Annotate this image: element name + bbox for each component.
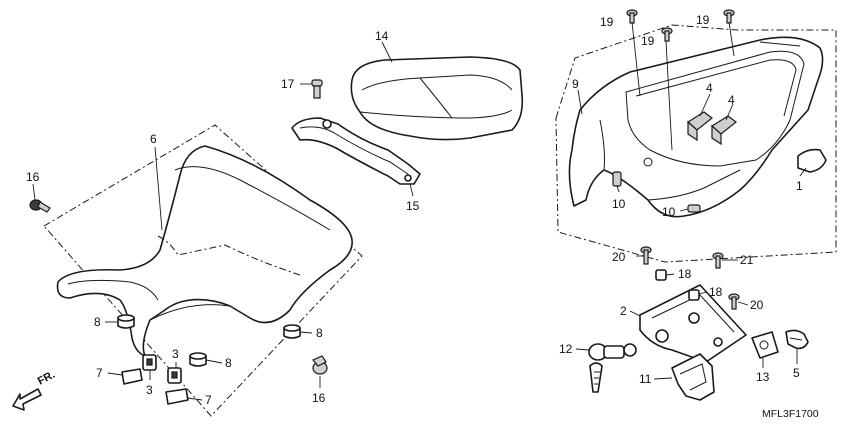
front-direction-arrow: FR. [12, 369, 57, 411]
callout-19-center: 19 [641, 34, 655, 48]
callout-10-left: 10 [612, 197, 626, 211]
callout-8-center: 8 [225, 356, 232, 370]
bolt-17 [311, 79, 323, 99]
pillion-seat [350, 56, 524, 141]
callout-16-upper: 16 [26, 170, 40, 184]
cushion-10a [612, 171, 622, 187]
key-cylinder-12 [588, 343, 637, 393]
screw-19a [626, 9, 638, 24]
callout-10-right: 10 [662, 205, 676, 219]
bolt-16-lower [312, 355, 328, 375]
callout-19-left: 19 [600, 15, 614, 29]
callout-18-lower: 18 [709, 285, 723, 299]
callout-19-right: 19 [696, 13, 710, 27]
leader-lines [32, 21, 807, 401]
rider-seat-outline [43, 124, 363, 417]
bolt-20a [640, 246, 652, 265]
clip-5 [785, 329, 809, 350]
screw-19b [723, 9, 735, 24]
callout-20-upper: 20 [612, 250, 626, 264]
callout-5: 5 [793, 366, 800, 380]
cushion-7a [121, 368, 143, 385]
callout-17: 17 [281, 77, 295, 91]
callout-1: 1 [796, 179, 803, 193]
callout-4-left: 4 [706, 81, 713, 95]
grommet-8c [189, 352, 207, 367]
rubber-cap-1 [797, 148, 827, 173]
foam-pad-4a [687, 111, 713, 142]
callout-6: 6 [150, 132, 157, 146]
callout-labels: 14 17 15 6 16 16 8 8 8 7 7 3 3 19 19 19 … [26, 13, 803, 407]
callout-21: 21 [740, 253, 754, 267]
seat-catch-plate-2 [639, 284, 747, 363]
grommet-8a [117, 314, 135, 329]
callout-13: 13 [756, 370, 770, 384]
diagram-code: MFL3F1700 [762, 408, 819, 420]
bolt-16-upper [29, 199, 51, 213]
rider-seat [56, 145, 353, 357]
grommet-8b [283, 324, 301, 339]
bolt-21 [712, 252, 724, 269]
callout-7-upper: 7 [96, 366, 103, 380]
direction-label: FR. [36, 369, 57, 388]
clip-3b [167, 367, 182, 384]
screw-19c [661, 27, 673, 42]
seat-lock-11 [671, 353, 715, 401]
callout-7-lower: 7 [205, 393, 212, 407]
callout-11: 11 [639, 372, 652, 386]
callout-2: 2 [620, 304, 627, 318]
cushion-10b [687, 204, 701, 213]
collar-18b [688, 289, 700, 301]
bolt-20b [728, 293, 740, 310]
seat-cowl-outline [555, 24, 837, 263]
callout-15: 15 [406, 199, 420, 213]
callout-18-upper: 18 [678, 267, 692, 281]
callout-8-left: 8 [94, 315, 101, 329]
callout-3-lower: 3 [146, 383, 153, 397]
cushion-7b [165, 388, 189, 405]
callout-14: 14 [375, 29, 389, 43]
callout-8-right: 8 [316, 326, 323, 340]
seat-strap-bracket [291, 117, 421, 185]
callout-9: 9 [572, 77, 579, 91]
callout-3-upper: 3 [172, 347, 179, 361]
callout-4-right: 4 [728, 93, 735, 107]
callout-20-lower: 20 [750, 298, 764, 312]
bracket-13 [751, 331, 779, 359]
clip-3a [142, 354, 157, 371]
foam-pad-4b [711, 115, 737, 146]
collar-18a [655, 269, 667, 281]
callout-16-lower: 16 [312, 391, 326, 405]
callout-12: 12 [559, 342, 573, 356]
